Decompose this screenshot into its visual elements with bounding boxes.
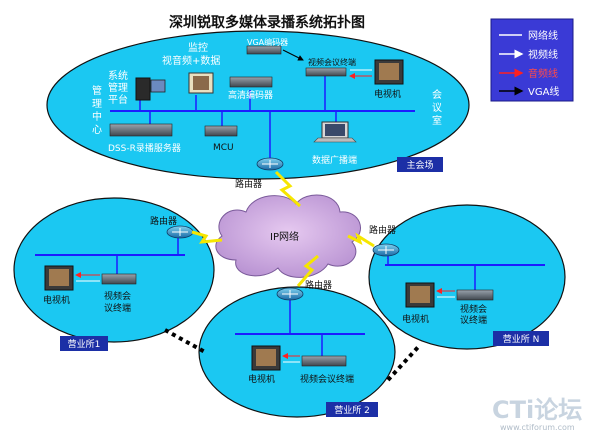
site-n-terminal-label-2: 议终端 <box>460 314 487 326</box>
mgmt-label-3: 平台 <box>108 93 128 106</box>
cloud-shape <box>215 194 362 278</box>
legend-label-audio: 音频线 <box>528 67 558 80</box>
mcu-device <box>204 125 238 137</box>
site-2: 路由器 电视机 视频会议终端 营业所 2 <box>198 279 396 418</box>
vga-encoder-device <box>246 45 282 55</box>
site-1-terminal-label-1: 视频会 <box>104 290 131 302</box>
cloud-label: IP网络 <box>270 230 299 243</box>
main-site-badge-bg <box>397 157 443 172</box>
site-2-badge: 营业所 2 <box>334 404 370 416</box>
site-1-area <box>13 197 215 343</box>
pc-tower-icon <box>135 77 151 101</box>
site-2-router-label: 路由器 <box>305 279 332 291</box>
legend-label-vga: VGA线 <box>528 85 559 98</box>
broadcast-label: 数据广播端 <box>312 154 357 166</box>
site-n-router-label: 路由器 <box>369 224 396 236</box>
wan-link-site1 <box>191 230 223 244</box>
site-2-tv-screen <box>256 349 276 366</box>
monitor-label-2: 视音频+数据 <box>162 54 220 67</box>
mgmt-label-2: 管理 <box>108 81 128 94</box>
site-n-router-arrows <box>378 246 394 254</box>
wan-link-main <box>274 170 301 208</box>
site-1-router-label: 路由器 <box>150 215 177 227</box>
main-terminal-device <box>305 67 347 77</box>
watermark-url: www.ctiforum.com <box>500 423 575 432</box>
side-left-char-3: 中 <box>92 110 102 123</box>
watermark: CTi论坛 www.ctiforum.com <box>492 396 582 432</box>
main-router-label: 路由器 <box>235 178 262 190</box>
laptop-base-icon <box>313 137 357 143</box>
site-1-router-arrows <box>172 228 188 236</box>
pc-monitor-icon <box>150 79 166 93</box>
main-tv-screen <box>379 63 399 80</box>
site-2-area <box>198 286 396 418</box>
main-router-arrows <box>262 160 278 168</box>
site-1-terminal-device <box>101 273 137 285</box>
site-1-badge: 营业所1 <box>68 338 101 350</box>
site-2-tv-label: 电视机 <box>248 373 275 385</box>
recorder-label: DSS-R录播服务器 <box>108 142 181 154</box>
wan-link-site2 <box>296 254 319 287</box>
watermark-brand: CTi论坛 <box>492 396 582 424</box>
mgmt-label-1: 系统 <box>108 69 128 82</box>
site-n-badge-bg <box>493 331 549 346</box>
laptop-display <box>325 124 345 136</box>
side-label-left: 管 理 中 心 <box>92 84 102 136</box>
site-n-tv-label: 电视机 <box>402 313 429 325</box>
main-site-area <box>46 30 470 180</box>
site-2-badge-bg <box>326 402 378 417</box>
monitor-label-1: 监控 <box>188 41 208 54</box>
legend: 网络线 视频线 音频线 VGA线 <box>490 18 574 102</box>
side-right-char-1: 会 <box>432 88 442 101</box>
site-1: 路由器 电视机 视频会 议终端 营业所1 <box>13 197 215 351</box>
side-right-char-2: 议 <box>432 102 442 114</box>
side-left-char-2: 理 <box>92 98 102 110</box>
monitor-image <box>193 76 209 90</box>
site-n-terminal-device <box>456 289 494 301</box>
hd-encoder-label: 高清编码器 <box>228 89 273 101</box>
site-n-tv-screen <box>410 286 430 303</box>
site-2-router-arrows <box>282 290 298 298</box>
hd-encoder-device <box>229 76 273 88</box>
wan-link-siten <box>347 232 375 248</box>
site-n-badge: 营业所 N <box>503 333 540 345</box>
site-n-area <box>368 204 566 350</box>
ip-network-cloud: IP网络 <box>215 194 362 278</box>
main-tv-label: 电视机 <box>374 88 401 100</box>
main-terminal-label: 视频会议终端 <box>308 57 356 67</box>
side-right-char-3: 室 <box>432 114 442 127</box>
site-1-tv-screen <box>49 269 69 286</box>
site-1-terminal-label-2: 议终端 <box>104 302 131 314</box>
site-1-badge-bg <box>60 336 108 351</box>
side-label-right: 会 议 室 <box>432 88 442 127</box>
main-site-badge: 主会场 <box>406 159 433 171</box>
site-n: 路由器 电视机 视频会 议终端 营业所 N <box>368 204 566 350</box>
main-site: VGA编码器 监控 视音频+数据 系统 管理 平台 管 理 中 心 会 议 室 … <box>46 30 470 190</box>
site-n-terminal-label-1: 视频会 <box>460 303 487 315</box>
side-left-char-1: 管 <box>92 84 102 97</box>
site-2-terminal-label: 视频会议终端 <box>300 373 354 385</box>
site-2-terminal-device <box>301 355 347 367</box>
diagram-title: 深圳锐取多媒体录播系统拓扑图 <box>169 14 365 31</box>
legend-label-video: 视频线 <box>528 48 558 61</box>
legend-box <box>490 18 574 102</box>
site-1-tv-label: 电视机 <box>43 294 70 306</box>
vga-line <box>282 49 304 61</box>
legend-label-network: 网络线 <box>528 29 558 42</box>
side-left-char-4: 心 <box>92 124 102 136</box>
recorder-device <box>109 123 173 137</box>
mcu-label: MCU <box>213 143 234 153</box>
vga-encoder-label: VGA编码器 <box>247 37 288 47</box>
